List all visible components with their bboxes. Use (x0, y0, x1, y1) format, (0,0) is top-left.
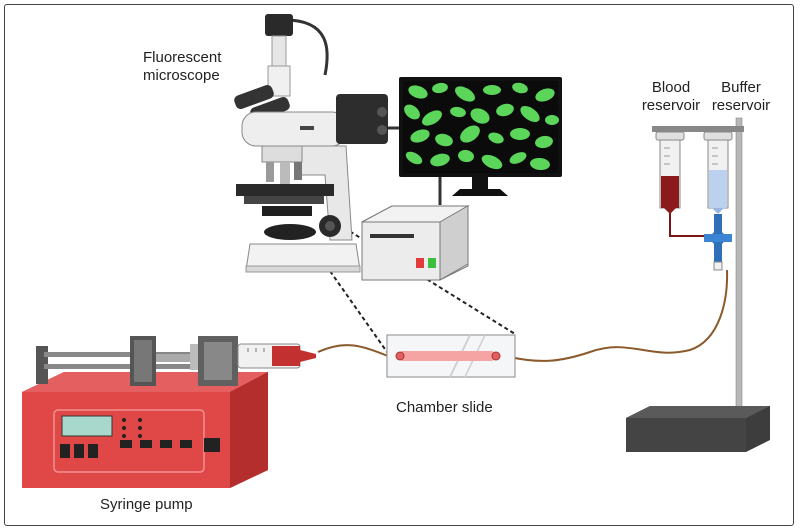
monitor-cell (430, 153, 450, 167)
syringe-pump-label: Syringe pump (100, 496, 193, 513)
monitor-cell (535, 88, 555, 102)
syringe-pump-icon (22, 336, 316, 488)
monitor-cell (410, 129, 430, 143)
monitor-cell (481, 154, 503, 170)
monitor-cell (458, 149, 474, 163)
diagram-frame (4, 4, 794, 526)
ring-stand-icon (626, 117, 770, 452)
monitor-cell (509, 152, 527, 164)
monitor-cell (535, 135, 553, 149)
buffer-reservoir-label-line1: Buffer (721, 79, 761, 96)
monitor-cell (488, 132, 504, 144)
monitor-cell (405, 151, 423, 165)
monitor-cell (470, 108, 490, 124)
monitor-cell (422, 110, 442, 126)
monitor-cell (483, 85, 501, 95)
monitor-cell (545, 115, 559, 125)
monitor-cell (432, 82, 448, 94)
microscope-label: Fluorescent microscope (143, 49, 221, 85)
microscope-label-line1: Fluorescent (143, 49, 222, 66)
monitor-cell (496, 103, 514, 117)
monitor-cell (520, 106, 540, 122)
blood-reservoir-label-line2: reservoir (641, 97, 701, 114)
chamber-slide-icon (386, 334, 516, 378)
monitor-cell (408, 85, 428, 99)
buffer-reservoir-label-line2: reservoir (711, 97, 771, 114)
monitor-cell (512, 82, 528, 94)
monitor-icon (399, 77, 562, 196)
monitor-cell (455, 86, 475, 102)
stopcock-valve-icon (704, 214, 732, 271)
blood-reservoir-label: Blood reservoir (641, 79, 701, 115)
tubing (317, 210, 729, 362)
controller-box-icon (361, 205, 470, 281)
chamber-slide-label: Chamber slide (396, 399, 493, 416)
monitor-cell (530, 157, 550, 171)
fluorescent-microscope-icon (234, 14, 388, 273)
monitor-cell (450, 106, 466, 118)
blood-syringe-icon (655, 131, 685, 214)
slide-to-reservoir-tube (504, 269, 729, 362)
pump-to-slide-tube (317, 344, 389, 357)
buffer-reservoir-label: Buffer reservoir (710, 79, 772, 115)
monitor-cell (510, 128, 530, 140)
blood-to-valve-tube (669, 210, 708, 237)
blood-reservoir-label-line1: Blood (651, 79, 691, 96)
buffer-syringe-icon (703, 131, 733, 214)
microscope-label-line2: microscope (143, 67, 220, 84)
monitor-cell (404, 104, 420, 120)
projection-lines (317, 223, 516, 353)
monitor-cell (435, 133, 453, 147)
monitor-cell (460, 125, 480, 143)
